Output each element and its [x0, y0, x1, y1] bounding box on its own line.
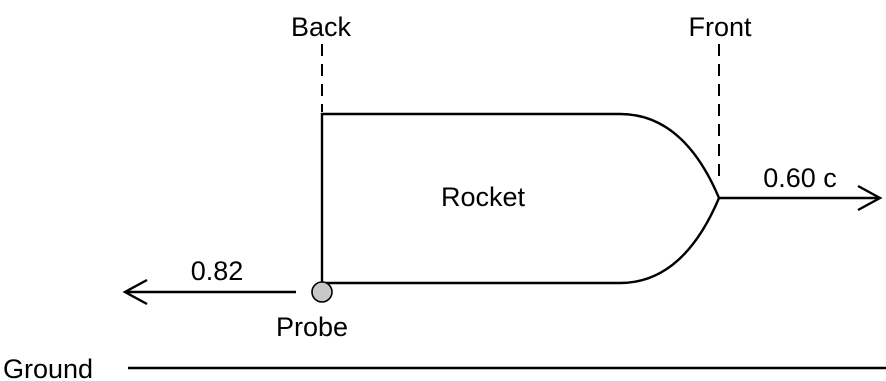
probe-speed-label: 0.82 [191, 256, 244, 286]
rocket-speed-label: 0.60 c [763, 163, 837, 193]
rocket-body [320, 112, 721, 285]
probe-label: Probe [276, 312, 348, 342]
back-label: Back [291, 12, 352, 42]
rocket-label: Rocket [441, 182, 526, 212]
ground-label: Ground [3, 354, 93, 381]
probe-circle [311, 281, 333, 303]
rocket-arrow-head [857, 184, 883, 212]
front-label: Front [688, 12, 752, 42]
probe-arrow-head [122, 278, 148, 306]
